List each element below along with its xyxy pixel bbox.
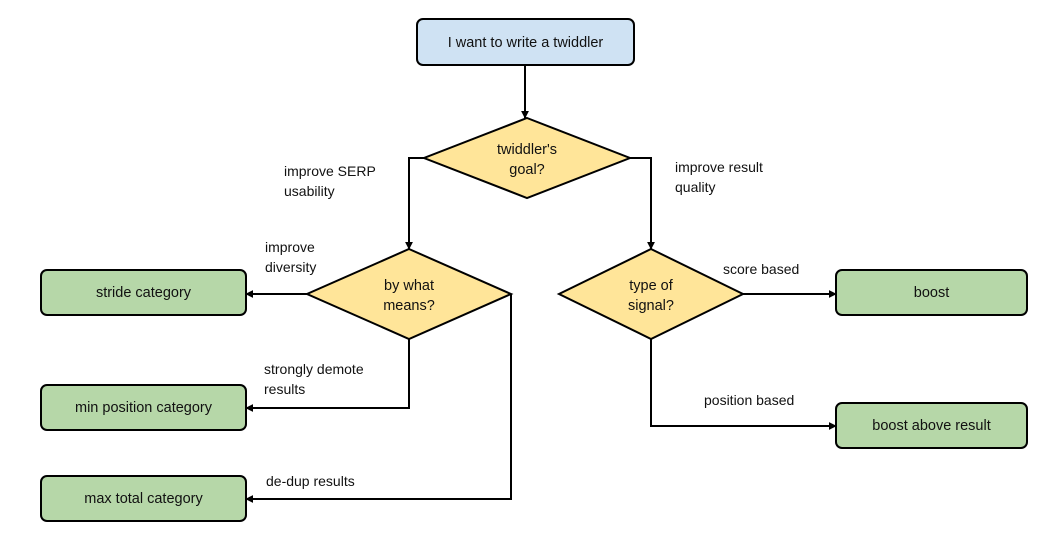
edge-label-dedup: de-dup results xyxy=(266,473,355,489)
outcome-stride-category: stride category xyxy=(40,269,247,316)
connector-means-to-maxtotal xyxy=(245,294,512,503)
signal-label-line-1: type of xyxy=(629,278,673,294)
decision-means: by what means? xyxy=(304,247,514,341)
outcome-max-total-category: max total category xyxy=(40,475,247,522)
edge-label-position: position based xyxy=(704,392,794,408)
edge-label-serp-line-2: usability xyxy=(284,183,335,199)
min-position-category-label: min position category xyxy=(75,400,213,416)
decision-goal: twiddler's goal? xyxy=(421,116,633,200)
goal-label-line-2: goal? xyxy=(509,162,544,178)
max-total-category-label: max total category xyxy=(84,491,203,507)
decision-signal: type of signal? xyxy=(556,247,746,341)
edge-label-demote-line-2: results xyxy=(264,381,305,397)
signal-label-line-2: signal? xyxy=(628,298,674,314)
boost-above-result-label: boost above result xyxy=(872,418,991,434)
edge-label-serp-line-1: improve SERP xyxy=(284,163,376,179)
means-label-line-2: means? xyxy=(383,298,435,314)
outcome-boost: boost xyxy=(835,269,1028,316)
connectors xyxy=(245,65,837,503)
connector-goal-to-means xyxy=(405,157,424,250)
connector-means-to-minpos xyxy=(245,339,410,412)
outcome-min-position-category: min position category xyxy=(40,384,247,431)
outcome-boost-above-result: boost above result xyxy=(835,402,1028,449)
goal-label-line-1: twiddler's xyxy=(497,142,557,158)
edge-label-score: score based xyxy=(723,261,799,277)
stride-category-label: stride category xyxy=(96,285,192,301)
edge-label-diversity-line-1: improve xyxy=(265,239,315,255)
edge-label-demote-line-1: strongly demote xyxy=(264,361,364,377)
connector-goal-to-signal xyxy=(630,157,655,250)
connector-signal-to-boostabove xyxy=(650,339,837,430)
edge-label-quality-line-1: improve result xyxy=(675,159,763,175)
means-label-line-1: by what xyxy=(384,278,434,294)
edge-label-quality-line-2: quality xyxy=(675,179,715,195)
start-label: I want to write a twiddler xyxy=(448,35,604,51)
boost-label: boost xyxy=(914,285,949,301)
start-node: I want to write a twiddler xyxy=(416,18,635,66)
edge-label-diversity-line-2: diversity xyxy=(265,259,316,275)
